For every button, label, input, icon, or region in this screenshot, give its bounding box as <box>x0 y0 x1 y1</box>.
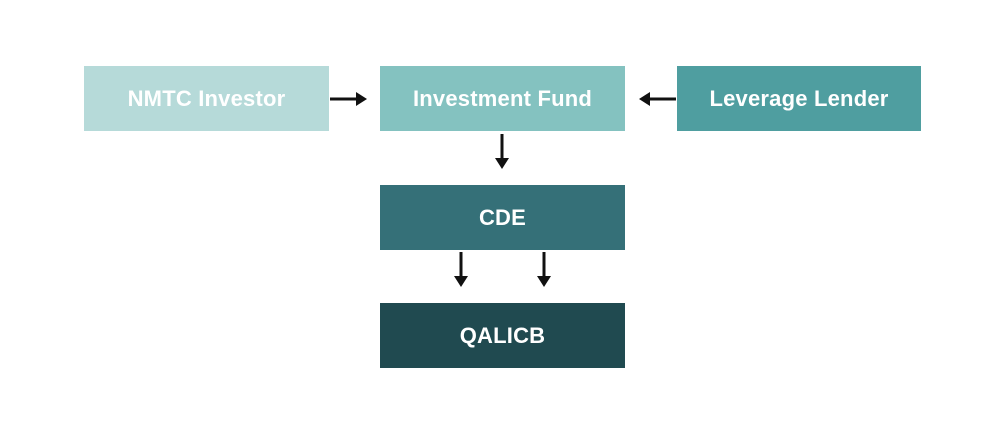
node-investment-fund: Investment Fund <box>380 66 625 131</box>
arrow-investor-to-fund <box>330 92 367 106</box>
arrow-fund-to-cde <box>495 134 509 169</box>
node-nmtc-investor: NMTC Investor <box>84 66 329 131</box>
node-label: QALICB <box>459 322 546 348</box>
node-cde: CDE <box>380 185 625 250</box>
node-leverage-lender: Leverage Lender <box>677 66 921 131</box>
node-label: NMTC Investor <box>127 85 286 111</box>
arrow-cde-to-qalicb-right <box>537 252 551 287</box>
node-label: Investment Fund <box>412 85 592 111</box>
arrow-lender-to-fund <box>639 92 676 106</box>
node-qalicb: QALICB <box>380 303 625 368</box>
node-label: Leverage Lender <box>709 85 889 111</box>
arrow-cde-to-qalicb-left <box>454 252 468 287</box>
node-label: CDE <box>478 204 527 230</box>
